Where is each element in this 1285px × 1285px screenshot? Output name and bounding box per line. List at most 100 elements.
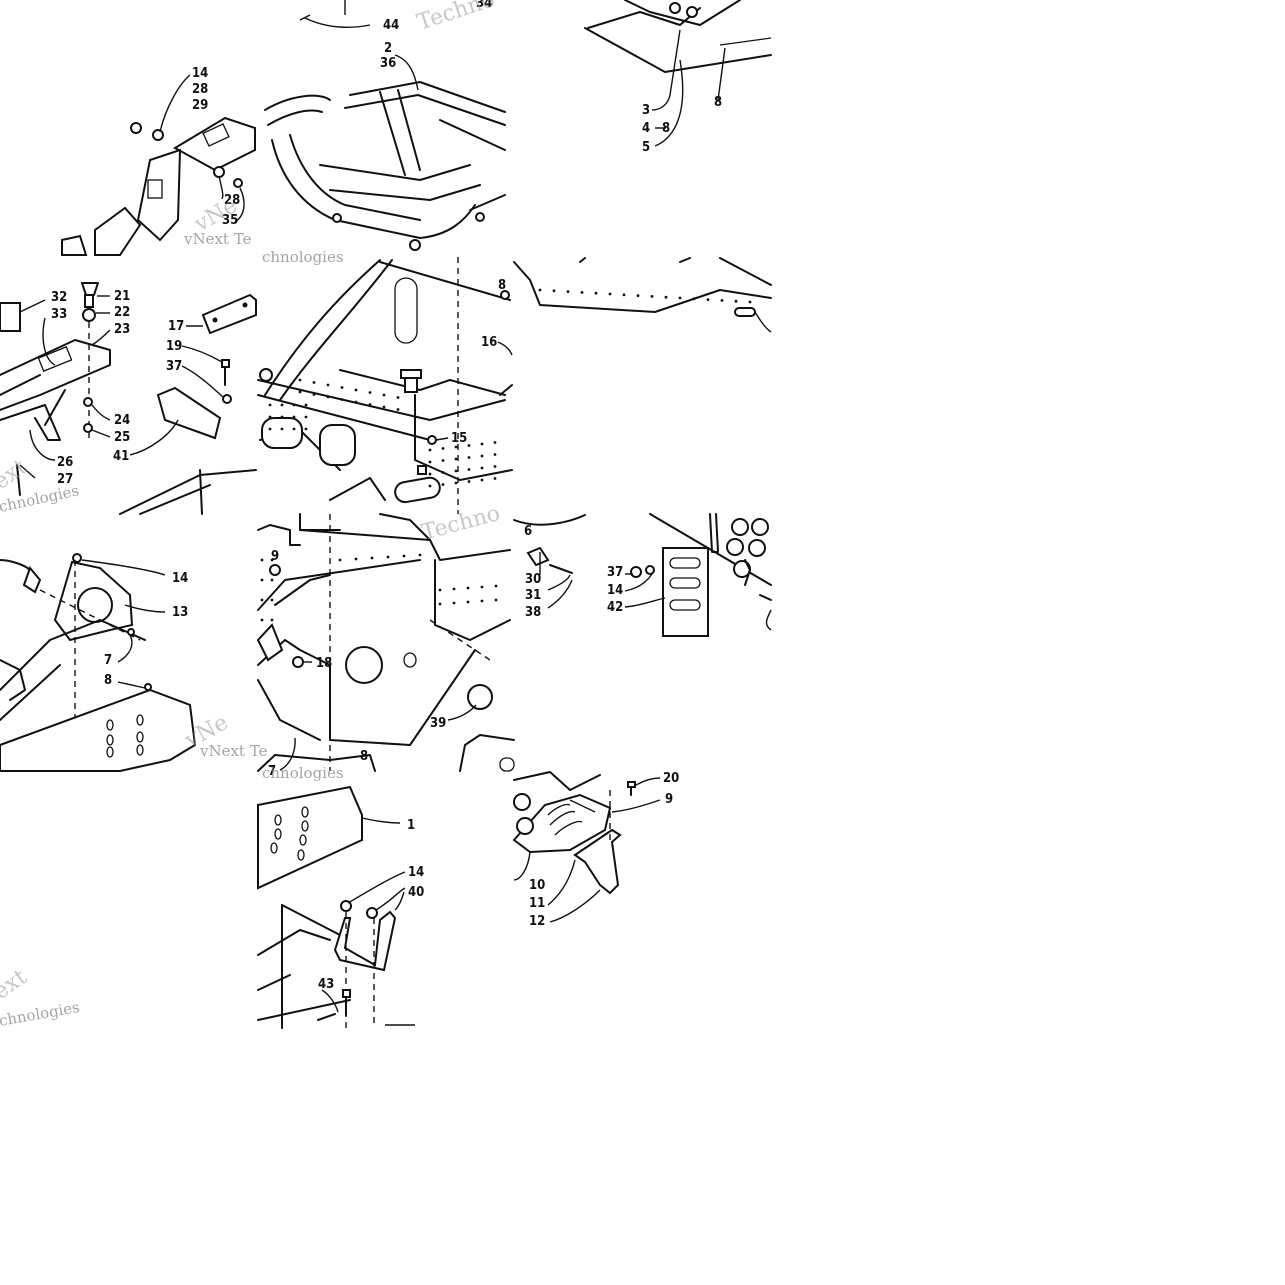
bolt-27 xyxy=(16,464,21,496)
callout-label: 34 xyxy=(476,0,492,11)
tile-empty-watermark: ext chnologies xyxy=(0,965,81,1030)
post xyxy=(709,513,719,553)
frame-rail-inner xyxy=(289,134,421,221)
curved-rail xyxy=(267,109,323,126)
callout-label: 39 xyxy=(430,716,446,731)
callout-label: 14 xyxy=(192,66,208,81)
hole xyxy=(106,719,114,731)
rivet xyxy=(270,598,274,602)
rivet xyxy=(268,427,272,431)
side-panel xyxy=(414,394,513,481)
watermark: ext xyxy=(0,965,32,1005)
callout-label: 27 xyxy=(57,472,73,487)
lower-frame xyxy=(257,754,376,772)
callout-label: 41 xyxy=(113,449,129,464)
hole xyxy=(274,828,282,840)
tile-belly-pan: 3 4 8 5 8 xyxy=(584,0,772,155)
panel-edge xyxy=(624,0,741,26)
nut-15 xyxy=(427,435,437,445)
leader xyxy=(321,989,339,1013)
rivet xyxy=(304,427,308,431)
tile-front-bumper-mount: 14 28 29 28 35 vNe vNext Te xyxy=(61,66,256,256)
leader xyxy=(547,574,571,591)
panel-bend xyxy=(257,559,421,611)
decal xyxy=(37,346,73,372)
leader xyxy=(547,579,573,609)
hole xyxy=(726,538,744,556)
hole xyxy=(299,834,307,846)
rivet xyxy=(270,618,274,622)
mount-plate xyxy=(172,116,256,172)
washer xyxy=(222,394,232,404)
frame-edge xyxy=(513,771,601,791)
access-hole xyxy=(345,646,383,684)
frame-rail xyxy=(271,139,476,239)
pillar-slot xyxy=(394,277,418,344)
pan-edge xyxy=(719,37,772,46)
rivet xyxy=(292,427,296,431)
callout-label: 3 xyxy=(642,103,650,118)
bolt-head xyxy=(342,989,351,998)
rivet xyxy=(480,442,484,446)
callout-label: 14 xyxy=(607,583,623,598)
hole xyxy=(106,746,114,758)
lower-frame xyxy=(459,734,515,772)
fastener xyxy=(259,368,273,382)
leader xyxy=(124,604,166,613)
leader xyxy=(159,74,191,133)
panel-edge xyxy=(299,513,341,531)
leader xyxy=(347,871,406,904)
frame-edge xyxy=(139,484,211,515)
rivet-pattern xyxy=(260,553,498,622)
reinforcement-plate-1 xyxy=(257,785,363,890)
rivet xyxy=(493,477,497,480)
callout-label: 2 xyxy=(384,41,392,56)
bushing-block xyxy=(0,302,21,332)
rivet xyxy=(538,288,542,292)
hole xyxy=(516,817,534,835)
decal xyxy=(202,123,230,147)
watermark: ext xyxy=(0,455,32,495)
leader xyxy=(513,514,586,526)
rivet xyxy=(441,471,445,474)
panel-side xyxy=(434,559,511,641)
tab xyxy=(22,566,42,594)
leader xyxy=(394,54,419,91)
rivet xyxy=(304,415,308,419)
rivet xyxy=(428,484,432,488)
rivet xyxy=(280,403,284,407)
hole xyxy=(136,714,144,726)
rivet xyxy=(441,483,445,486)
leader xyxy=(765,609,772,631)
rivet xyxy=(312,381,316,384)
callout-label: 23 xyxy=(114,322,130,337)
callout-label: 8 xyxy=(360,749,368,764)
rivet xyxy=(493,441,497,444)
rivet xyxy=(734,299,738,303)
watermark: chnologies xyxy=(262,248,344,266)
rivet xyxy=(326,395,330,399)
rivet xyxy=(594,291,598,295)
tile-front-frame: 44 2 36 34 Techno chnologies xyxy=(262,0,506,266)
bracket-bore xyxy=(77,587,113,623)
brace xyxy=(44,389,66,426)
leader xyxy=(181,365,225,399)
rivet xyxy=(370,556,374,560)
tile-foot-bracket: 20 9 10 11 12 xyxy=(512,771,679,929)
hole xyxy=(270,842,278,854)
callout-label: 6 xyxy=(524,524,532,539)
callout-label: 44 xyxy=(383,18,399,33)
callout-label: 43 xyxy=(318,977,334,992)
rivet xyxy=(292,415,296,419)
callout-label: 29 xyxy=(192,98,208,113)
rivet-pattern xyxy=(268,378,497,488)
callout-label: 18 xyxy=(316,656,332,671)
clip-30 xyxy=(526,546,550,567)
tile-side-panel: 9 18 39 7 8 Techno chnologies xyxy=(256,501,515,782)
frame-edge xyxy=(649,513,772,586)
rivet xyxy=(452,587,456,591)
bracket-slot xyxy=(669,599,701,611)
callout-label: 8 xyxy=(662,121,670,136)
rivet xyxy=(396,408,400,411)
bracket-18 xyxy=(256,623,284,662)
